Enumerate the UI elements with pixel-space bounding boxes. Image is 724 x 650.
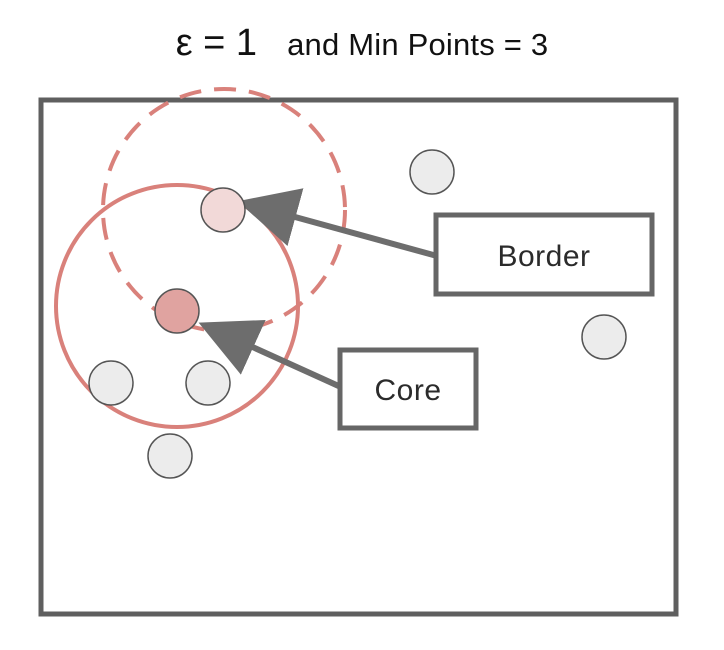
border-label-box: Border (433, 212, 655, 297)
core-point (154, 288, 200, 334)
core-arrow (198, 320, 345, 391)
border-label: Border (497, 240, 590, 273)
noise-point (409, 149, 455, 195)
core-label-box: Core (337, 347, 479, 431)
neighbor-point (88, 360, 134, 406)
border-point (200, 187, 246, 233)
neighbor-point (185, 360, 231, 406)
epsilon-value: ε = 1 (175, 22, 258, 64)
noise-point (581, 314, 627, 360)
border-arrow (237, 188, 438, 259)
plot-frame (38, 97, 679, 617)
core-label: Core (374, 374, 441, 407)
noise-point (147, 433, 193, 479)
min-points-text: and Min Points = 3 (287, 27, 549, 62)
diagram-title: ε = 1 and Min Points = 3 (0, 22, 724, 65)
